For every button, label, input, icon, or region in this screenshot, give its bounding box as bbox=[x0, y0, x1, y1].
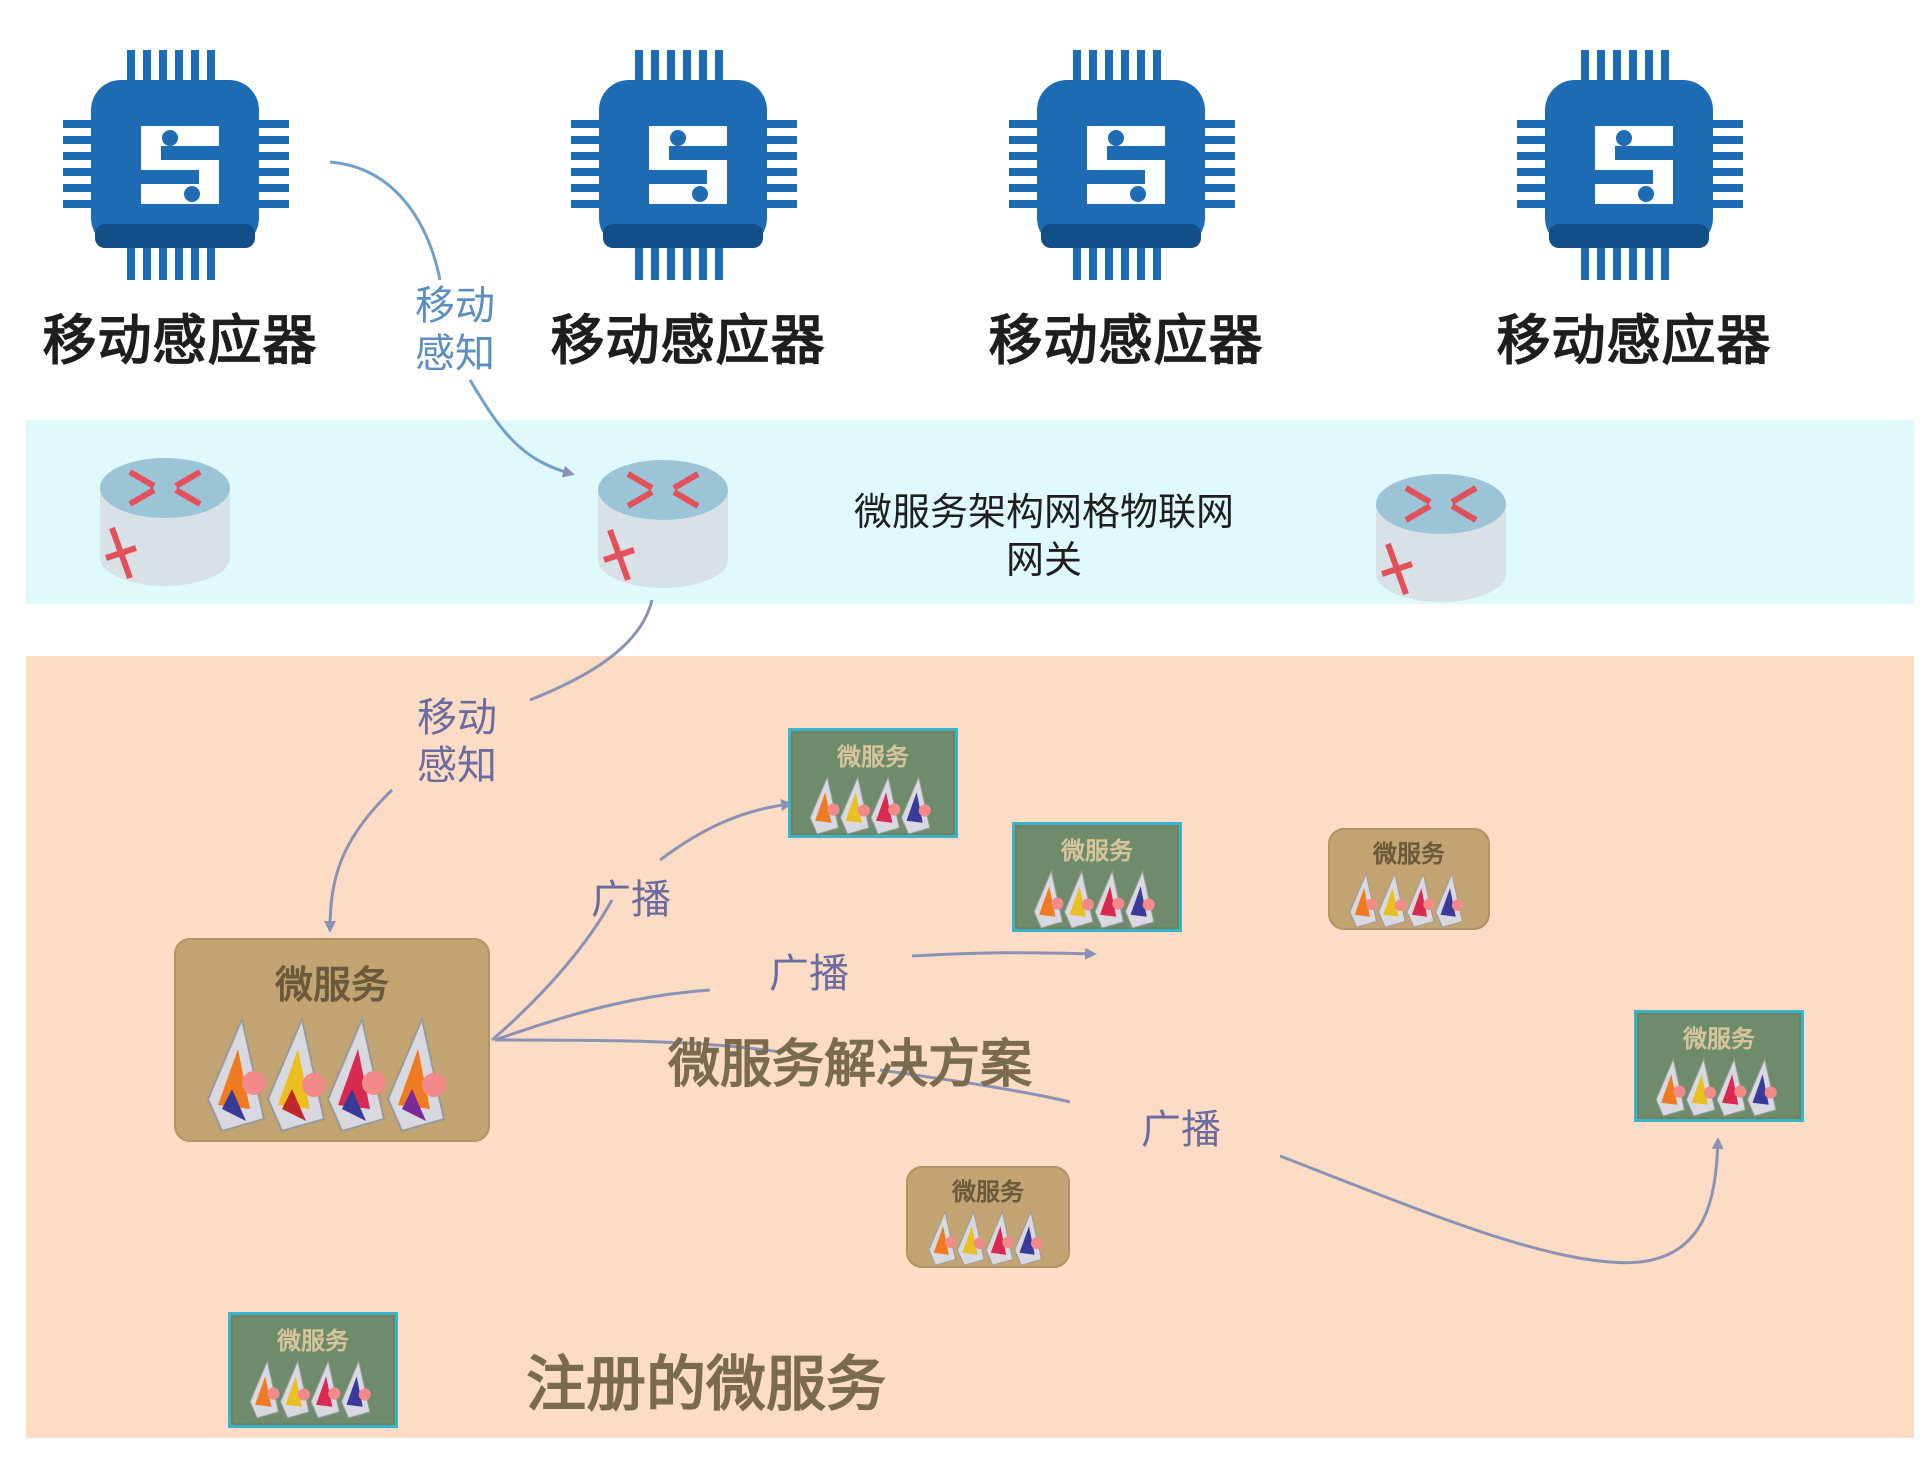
gateway-label: 微服务架构网格物联网 网关 bbox=[853, 490, 1234, 582]
microservice-tile: 微服务 bbox=[228, 1312, 398, 1428]
solution-label: 微服务解决方案 bbox=[668, 1035, 1033, 1095]
microservice-tile: 微服务 bbox=[1634, 1010, 1804, 1122]
flow-label-broadcast: 广播 bbox=[769, 951, 849, 997]
flow-label-sensing: 移动 感知 bbox=[417, 695, 497, 789]
sensor-label: 移动感应器 bbox=[988, 309, 1264, 372]
microchip-icon bbox=[1494, 44, 1774, 284]
microchip-icon bbox=[986, 44, 1266, 284]
microservice-tile: 微服务 bbox=[1012, 822, 1182, 932]
sensor-label: 移动感应器 bbox=[42, 309, 318, 372]
microservice-tile: 微服务 bbox=[906, 1166, 1070, 1268]
gateway-layer bbox=[26, 420, 1914, 604]
sensor-label: 移动感应器 bbox=[550, 309, 826, 372]
microchip-icon bbox=[548, 44, 828, 284]
sensor-label: 移动感应器 bbox=[1496, 309, 1772, 372]
microservice-stack-icon bbox=[1644, 1054, 1794, 1119]
flow-label-broadcast: 广播 bbox=[591, 877, 671, 923]
microservice-label: 微服务 bbox=[274, 963, 389, 1007]
microservice-label: 微服务 bbox=[277, 1327, 349, 1355]
microchip-icon bbox=[40, 44, 320, 284]
router-icon bbox=[1366, 444, 1516, 614]
microservice-stack-icon bbox=[918, 1207, 1058, 1268]
sensor-2: 移动感应器 bbox=[548, 44, 828, 375]
microservice-label: 微服务 bbox=[1061, 837, 1133, 865]
registered-label: 注册的微服务 bbox=[526, 1350, 886, 1420]
sensor-3: 移动感应器 bbox=[986, 44, 1266, 375]
microservice-label: 微服务 bbox=[1683, 1025, 1755, 1053]
microservice-stack-icon bbox=[1339, 869, 1479, 930]
microservice-stack-icon bbox=[798, 772, 948, 835]
microservice-label: 微服务 bbox=[952, 1178, 1024, 1206]
microservice-tile: 微服务 bbox=[1328, 828, 1490, 930]
sensor-4: 移动感应器 bbox=[1494, 44, 1774, 375]
microservice-stack-icon bbox=[1022, 866, 1172, 929]
flow-label-broadcast: 广播 bbox=[1141, 1107, 1221, 1153]
microservice-stack-icon bbox=[238, 1356, 388, 1422]
microservice-label: 微服务 bbox=[837, 743, 909, 771]
main-microservice: 微服务 bbox=[174, 938, 490, 1142]
microservice-tile: 微服务 bbox=[788, 728, 958, 838]
microservice-stack-icon bbox=[192, 1009, 472, 1139]
sensor-1: 移动感应器 bbox=[40, 44, 320, 375]
flow-label-sensing: 移动 感知 bbox=[415, 283, 495, 377]
microservice-label: 微服务 bbox=[1373, 840, 1445, 868]
router-icon bbox=[588, 430, 738, 600]
router-icon bbox=[90, 428, 240, 598]
